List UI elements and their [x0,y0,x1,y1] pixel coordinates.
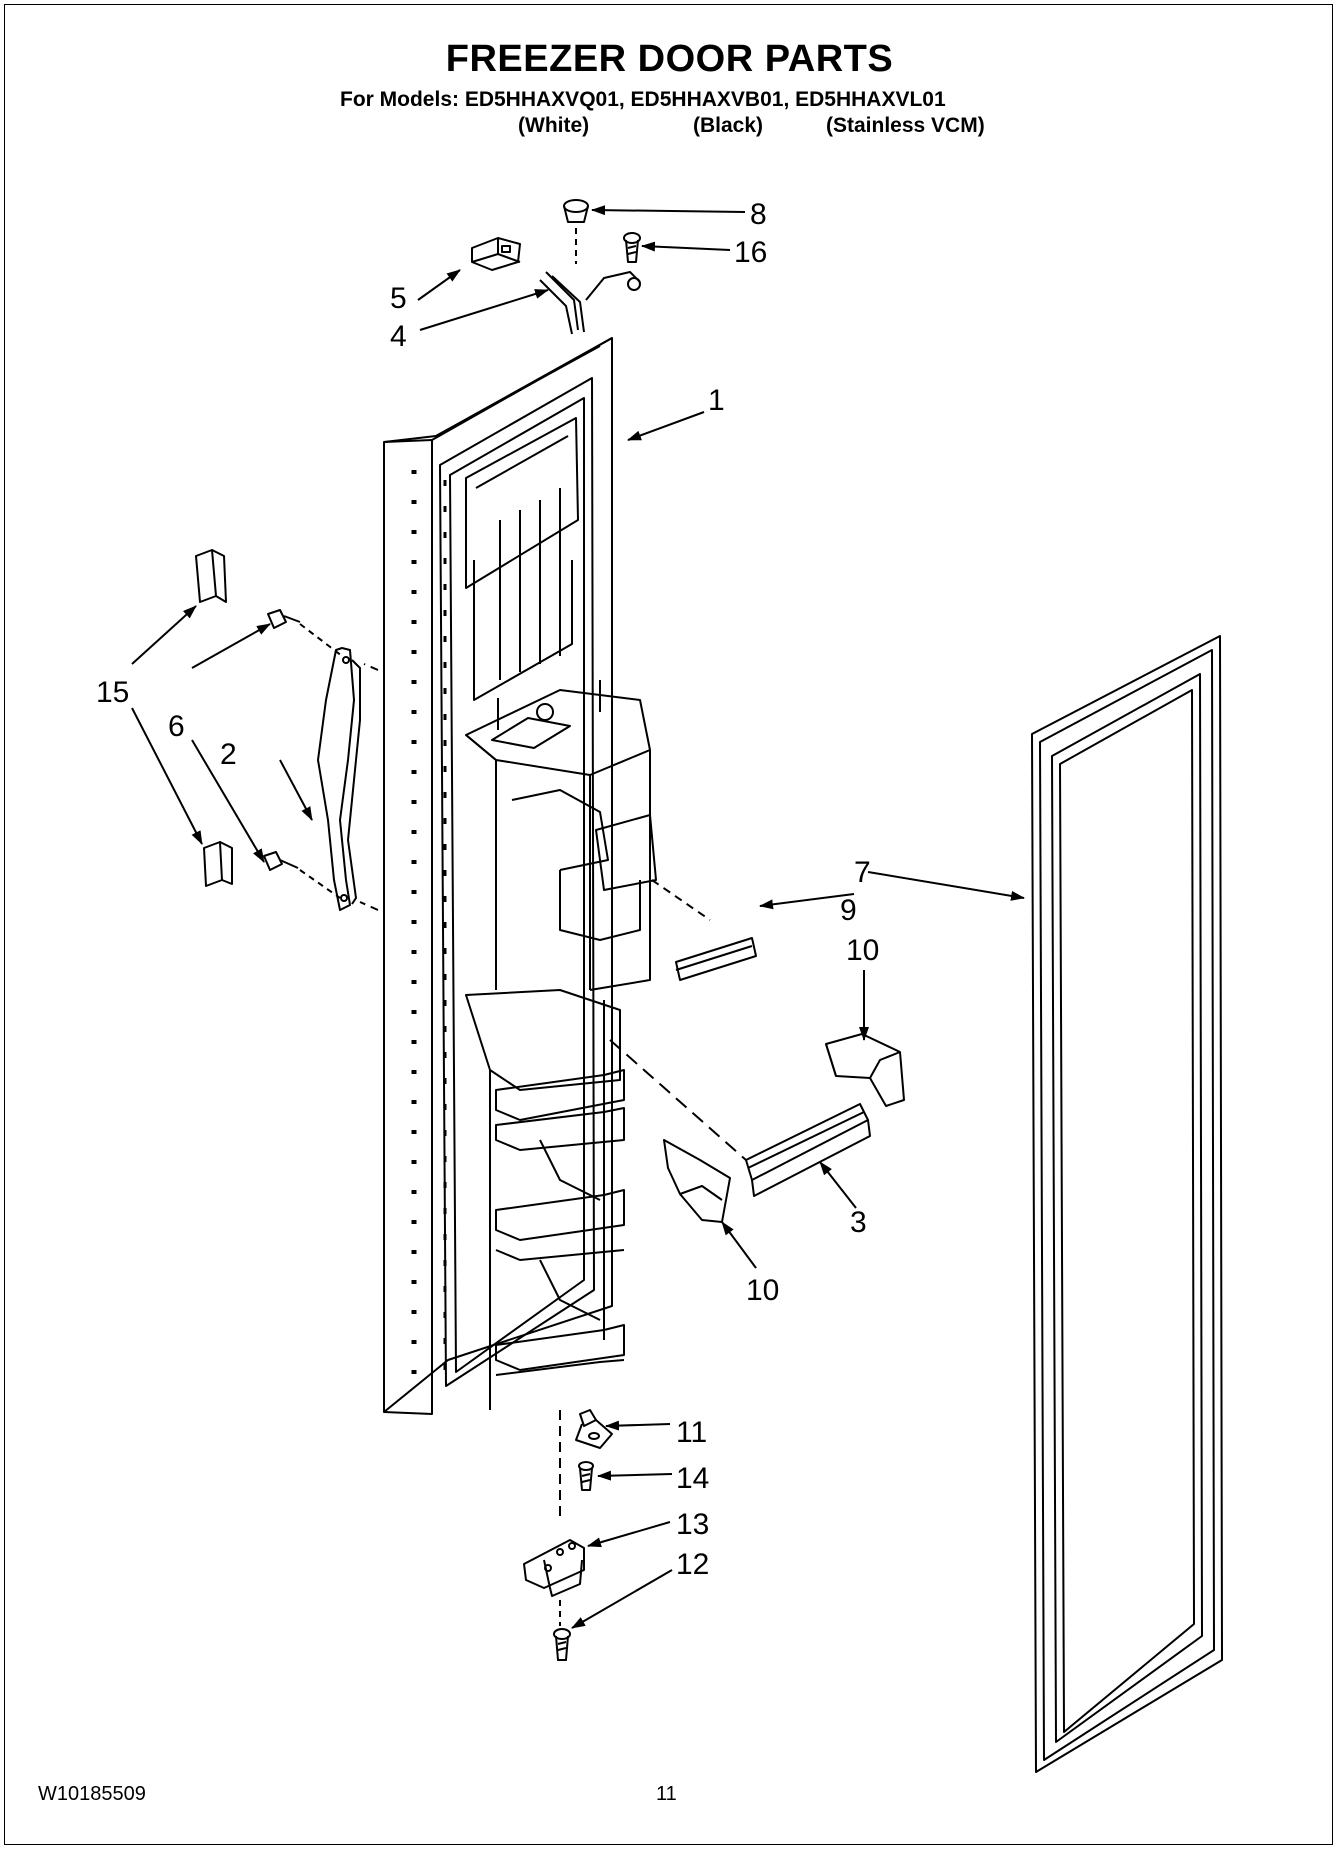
door-handle-part [317,647,379,911]
shelf-end-cap-right [825,1033,905,1107]
wire-connector-part [471,237,521,271]
leader-5 [417,269,461,301]
hinge-bolt-part [553,1600,571,1661]
leader-7 [867,871,1025,901]
leader-15-top [131,605,197,665]
callout-12: 12 [676,1548,709,1581]
leader-15-bottom [131,707,203,845]
leader-14 [597,1470,673,1481]
callout-4: 4 [390,320,407,353]
hinge-screw-part [578,1461,594,1491]
callout-numbers: 8 16 5 4 1 15 6 2 7 9 10 3 10 11 14 13 1… [96,198,879,1581]
callout-6: 6 [168,710,185,743]
bottom-hinge-part [523,1539,585,1597]
callout-16: 16 [734,236,767,269]
leader-lines [131,205,1025,1629]
page-border [4,4,1333,1845]
callout-13: 13 [676,1508,709,1541]
wire-harness-part [539,271,641,335]
handle-plug-bottom [203,841,233,887]
leader-6-bottom [191,739,265,863]
handle-screw-top [267,609,343,657]
callout-5: 5 [390,282,407,315]
leader-16 [641,241,731,252]
leader-3 [819,1161,857,1209]
variant-black: (Black) [693,114,764,137]
shelf-end-cap-left [663,1139,731,1223]
leader-11 [605,1420,671,1431]
callout-10-top: 10 [846,934,879,967]
leader-4 [419,289,549,331]
door-gasket-part [1031,635,1223,1773]
callout-15: 15 [96,676,129,709]
leader-10-bottom [721,1221,757,1269]
leader-13 [587,1521,671,1548]
leader-8 [591,205,746,216]
ground-screw-part [623,232,641,263]
dispenser-trim-part [651,879,757,981]
leader-12 [571,1569,673,1629]
handle-screw-bottom [263,851,341,899]
models-line: For Models: ED5HHAXVQ01, ED5HHAXVB01, ED… [340,88,946,111]
document-number: W10185509 [38,1783,146,1805]
variant-white: (White) [518,114,590,137]
page-title: FREEZER DOOR PARTS [445,38,894,80]
leader-9 [759,893,855,910]
callout-8: 8 [750,198,767,231]
variant-stainless: (Stainless VCM) [826,114,985,137]
leader-6-top [191,623,271,669]
handle-plug-top [195,549,227,603]
callout-3: 3 [850,1206,867,1239]
callout-7: 7 [854,856,871,889]
shelf-rail-part [609,1039,871,1197]
callout-1: 1 [708,384,725,417]
hinge-pin-part [559,1409,613,1520]
leader-1 [627,411,705,441]
callout-2: 2 [220,738,237,771]
callout-14: 14 [676,1462,709,1495]
callout-9: 9 [840,894,857,927]
callout-10-bottom: 10 [746,1274,779,1307]
door-plug-part [563,199,589,264]
freezer-door-assembly [383,337,657,1415]
page-number: 11 [656,1783,677,1805]
leader-2 [279,759,313,821]
callout-11: 11 [676,1416,707,1449]
